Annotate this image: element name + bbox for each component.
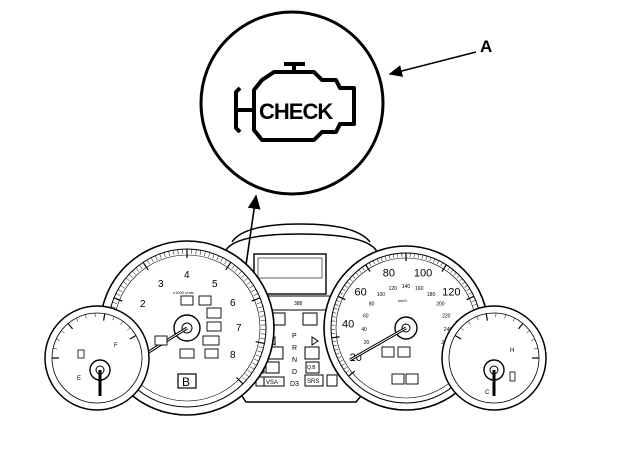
gear-p: P [292,333,297,340]
speedometer-inner-label-60: 60 [363,314,369,320]
gear-r: R [292,345,297,352]
callout-label-a: A [480,37,492,56]
tachometer-bottom-label: B [182,375,190,389]
speedometer-inner-label-180: 180 [427,292,436,298]
fuel-gauge: E F [45,306,149,410]
fuel-label-e: E [77,376,81,382]
tachometer-label-7: 7 [236,323,242,334]
speedometer-inner-label-20: 20 [364,340,370,346]
speedometer-outer-label-60: 60 [355,287,367,299]
fuel-pump-icon [78,350,84,358]
indicator-label-srs: SRS [307,379,319,385]
speedometer-inner-label-100: 100 [377,292,386,298]
temp-label-c: C [485,390,490,396]
speedometer-inner-label-200: 200 [436,302,445,308]
thermometer-icon [510,372,515,381]
temp-gauge: C H [442,306,546,410]
speedometer-inner-label-140: 140 [402,284,411,290]
speedometer-inner-label-80: 80 [369,302,375,308]
tachometer-unit: x1000 r/min [173,290,194,295]
tachometer-label-8: 8 [230,350,236,361]
speedometer-inner-label-40: 40 [361,327,367,333]
speedometer-inner-label-220: 220 [442,314,451,320]
speedometer-inner-label-120: 120 [389,286,398,292]
svg-text:388: 388 [294,301,303,307]
gear-d: D [292,369,297,376]
tachometer-label-3: 3 [158,279,164,290]
fuel-label-f: F [114,343,118,349]
speedometer-outer-label-100: 100 [414,267,432,279]
indicator-label-qb: Q.B [307,365,316,371]
speedometer-outer-label-120: 120 [442,287,460,299]
gear-d3: D3 [290,381,299,388]
tachometer-label-2: 2 [140,299,146,310]
gear-n: N [292,357,297,364]
callout-magnifier: CHECK [201,12,383,194]
speedometer-unit: km/h [398,298,407,303]
speedometer-inner-label-160: 160 [415,286,424,292]
callout-leader-line [390,52,476,74]
gear-indicator: P R N D D3 [290,333,299,388]
temp-label-h: H [510,348,514,354]
tachometer-label-5: 5 [212,279,218,290]
indicator-label-vsa: VSA [266,380,278,386]
speedometer-outer-label-40: 40 [342,319,354,331]
tachometer-label-6: 6 [230,298,236,309]
speedometer-outer-label-80: 80 [383,267,395,279]
check-indicator-text: CHECK [259,99,333,124]
tachometer-label-4: 4 [184,270,190,281]
